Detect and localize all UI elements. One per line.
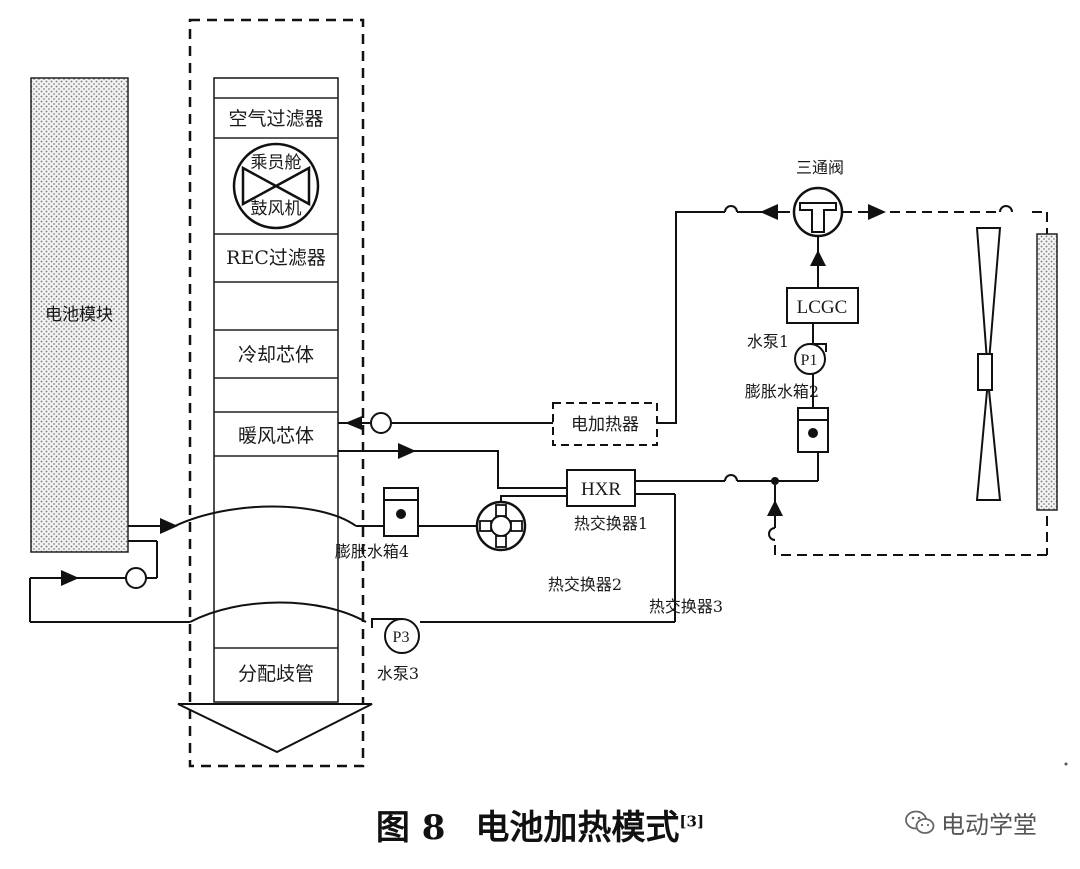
heat-exchanger2-label: 热交换器2 bbox=[548, 575, 622, 594]
heater-core-label: 暖风芯体 bbox=[238, 425, 314, 447]
pump1-icon bbox=[794, 343, 827, 375]
air-outlet-arrow bbox=[177, 703, 373, 754]
pump3-symbol: P3 bbox=[393, 629, 410, 646]
watermark: 电动学堂 bbox=[905, 805, 1037, 840]
heat-exchanger1-label: 热交换器1 bbox=[574, 514, 648, 533]
figure-number: 图 8 bbox=[375, 808, 446, 848]
pump3-label: 水泵3 bbox=[377, 664, 419, 683]
expansion-tank4-icon bbox=[383, 487, 419, 537]
three-way-valve-label: 三通阀 bbox=[796, 158, 844, 177]
radiator-loop-arrow-right bbox=[868, 204, 886, 220]
figure-reference: [3] bbox=[679, 812, 705, 831]
return-up-arrow bbox=[767, 500, 783, 516]
rec-filter-label: REC过滤器 bbox=[226, 247, 326, 269]
pump1-symbol: P1 bbox=[801, 352, 818, 369]
heater-supply-pipes bbox=[338, 450, 567, 489]
three-way-valve-icon bbox=[792, 186, 844, 238]
return-bridge bbox=[768, 527, 776, 541]
pump3-icon bbox=[371, 618, 420, 654]
figure-title: 电池加热模式 bbox=[475, 808, 680, 848]
battery-loop-pipes bbox=[29, 495, 567, 623]
cabin-blower-icon bbox=[232, 142, 320, 230]
radiator bbox=[1036, 233, 1058, 511]
heater-loop-check-valve-icon bbox=[370, 412, 392, 434]
expansion-tank2-label: 膨胀水箱2 bbox=[745, 382, 819, 401]
cooling-core-label: 冷却芯体 bbox=[238, 344, 314, 366]
air-filter-label: 空气过滤器 bbox=[228, 108, 323, 130]
pump1-label: 水泵1 bbox=[747, 332, 789, 351]
watermark-text: 电动学堂 bbox=[941, 811, 1037, 839]
radiator-fan-icon bbox=[975, 227, 1002, 501]
lcgc-box bbox=[786, 287, 859, 324]
battery-return-arrow-right bbox=[61, 570, 79, 586]
hxr-box bbox=[566, 469, 636, 507]
electric-heater-label: 电加热器 bbox=[571, 415, 639, 435]
cabin-fan-bottom-label: 鼓风机 bbox=[251, 199, 302, 219]
lcgc-label: LCGC bbox=[797, 297, 848, 318]
heater-loop-pipes bbox=[338, 205, 790, 424]
distribution-manifold-label: 分配歧管 bbox=[238, 663, 314, 685]
heater-supply-arrow-right bbox=[398, 443, 416, 459]
expansion-tank2-icon bbox=[797, 407, 829, 453]
battery-return-check-valve-icon bbox=[125, 567, 147, 589]
battery-module bbox=[30, 77, 129, 553]
hvac-stack bbox=[213, 77, 339, 703]
junction-dot bbox=[771, 477, 779, 485]
wechat-icon bbox=[905, 810, 935, 834]
electric-heater-box bbox=[552, 402, 658, 446]
heat-exchanger3-label: 热交换器3 bbox=[649, 597, 723, 616]
figure-caption: 图 8 电池加热模式[3] bbox=[0, 800, 1080, 849]
valve-outlet-arrow-left bbox=[760, 204, 778, 220]
radiator-loop-bridge bbox=[999, 205, 1013, 213]
thermal-system-diagram: 电池模块 空气过滤器 乘员舱 鼓风机 REC过滤器 冷却芯体 暖风芯体 分配歧管 bbox=[29, 18, 1068, 768]
expansion-tank4-label: 膨胀水箱4 bbox=[335, 542, 409, 561]
battery-out-arrow-right bbox=[160, 518, 178, 534]
lcgc-up-arrow bbox=[810, 250, 826, 266]
cabin-fan-top-label: 乘员舱 bbox=[251, 153, 302, 173]
heater-loop-arrow-left bbox=[345, 416, 362, 430]
battery-module-label: 电池模块 bbox=[45, 305, 113, 325]
hvac-enclosure bbox=[188, 18, 365, 768]
stray-mark bbox=[1064, 762, 1068, 766]
chiller-valve-icon bbox=[475, 500, 527, 552]
hxr-label: HXR bbox=[581, 479, 621, 500]
